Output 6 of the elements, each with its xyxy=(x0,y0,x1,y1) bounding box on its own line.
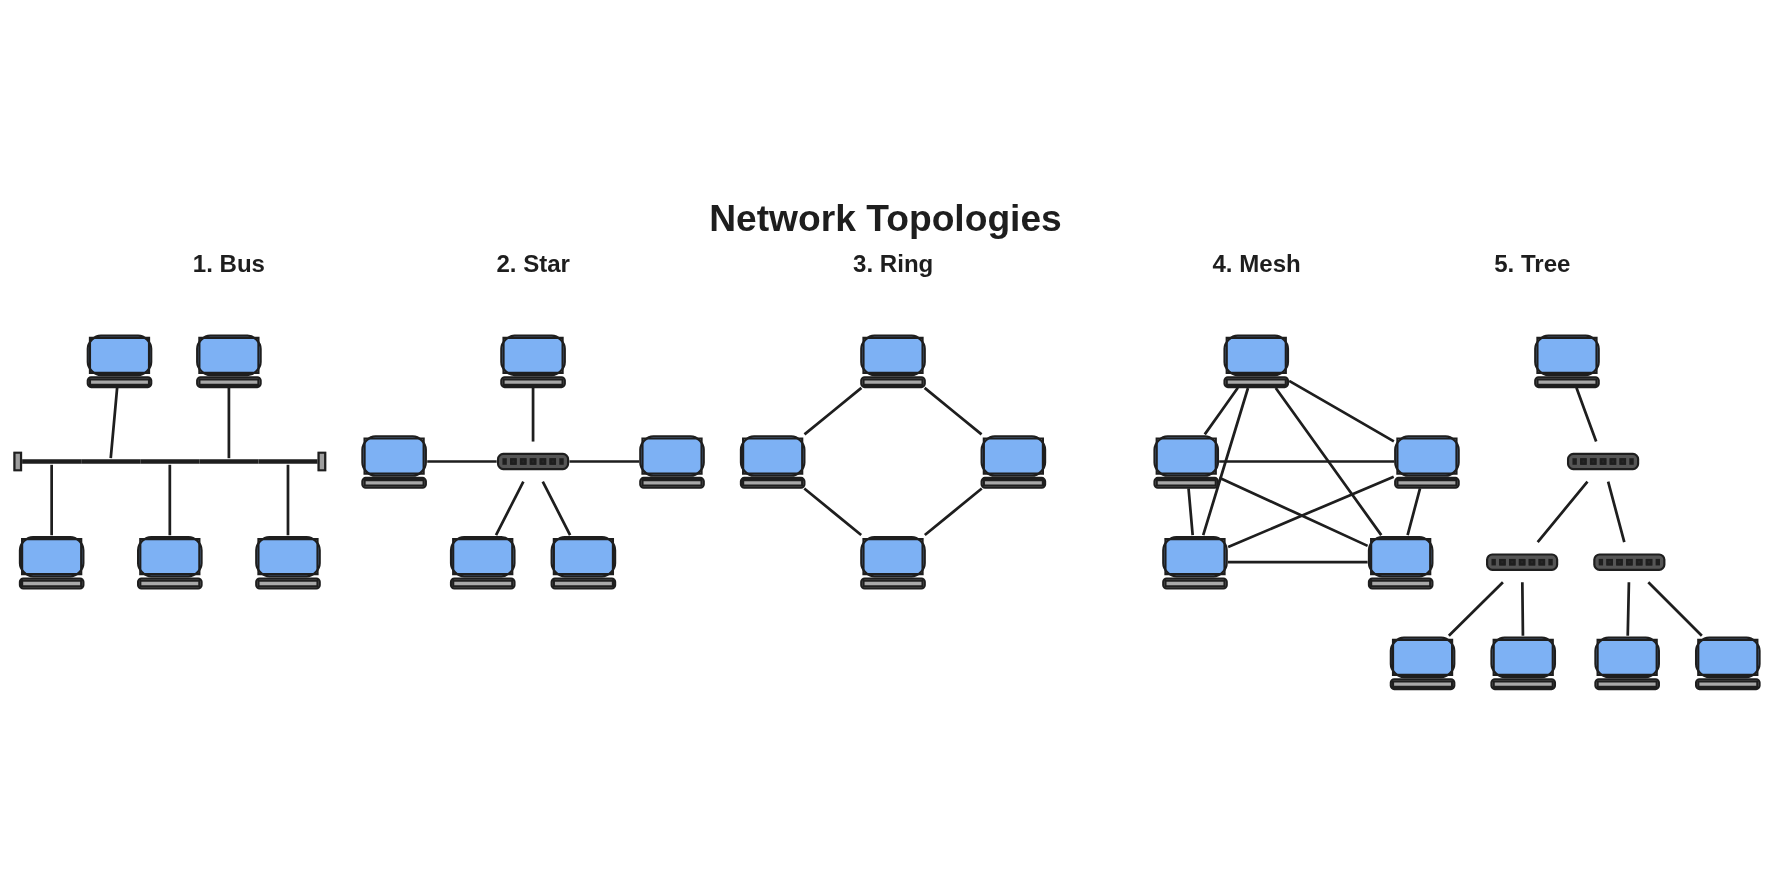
label: 2. Star xyxy=(496,249,570,277)
label: 4. Mesh xyxy=(1212,249,1301,277)
label: 5. Tree xyxy=(1494,249,1571,277)
label: 1. Bus xyxy=(192,249,266,277)
diagram-title: Network Topologies xyxy=(709,196,1062,239)
label: 3. Ring xyxy=(853,249,934,277)
